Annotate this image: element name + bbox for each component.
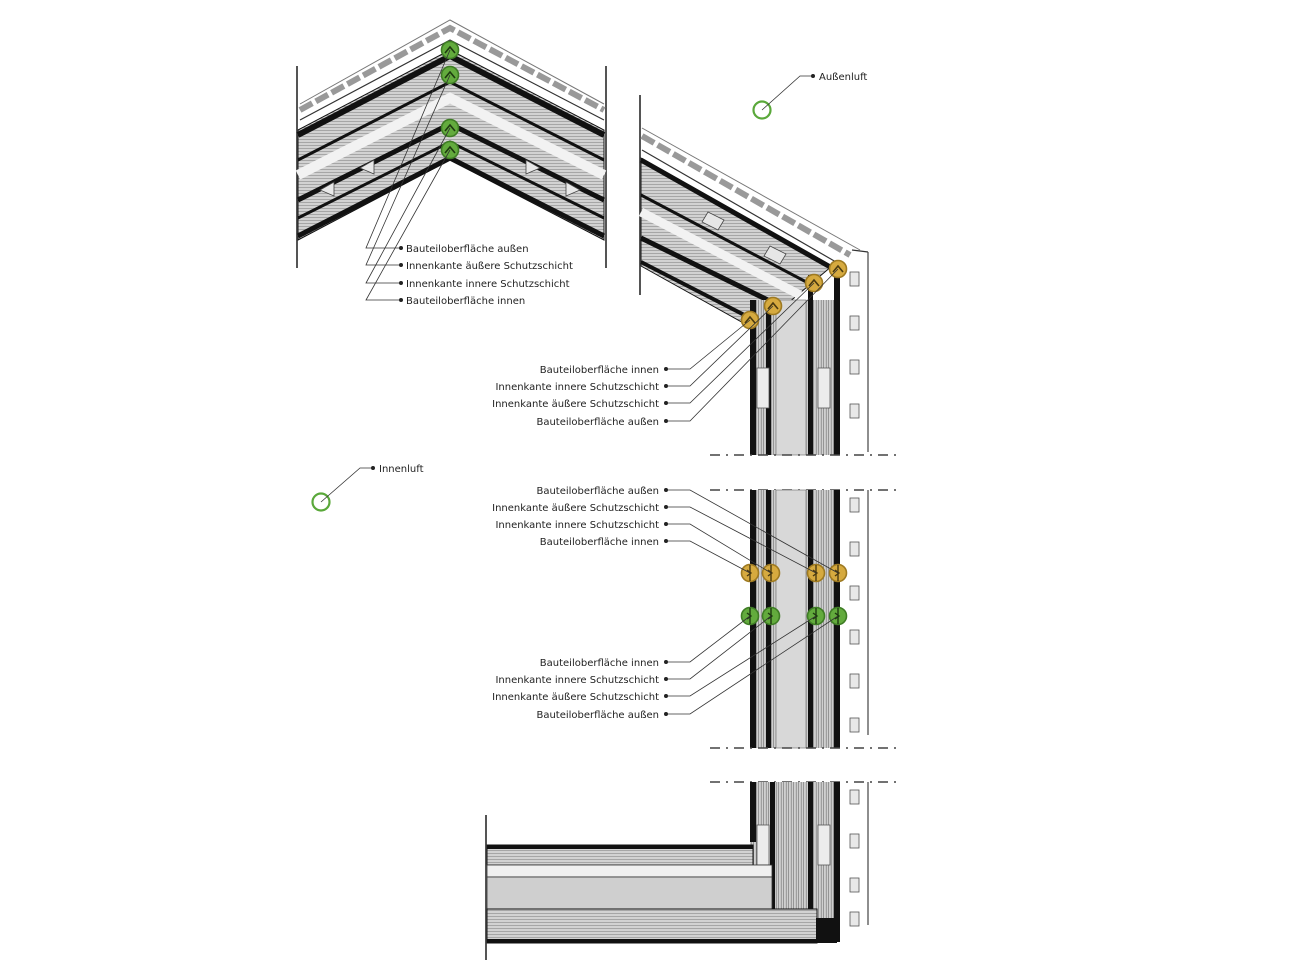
inside-air-label: Innenluft xyxy=(379,464,424,475)
eave-section xyxy=(638,95,869,452)
wall-green-leaders xyxy=(664,615,839,716)
eave-leaders xyxy=(664,268,839,423)
ring-icon xyxy=(752,100,772,120)
wall-green-label-list: Bauteiloberfläche innen Innenkante inner… xyxy=(492,658,659,721)
wall-yellow-label: Innenkante äußere Schutzschicht xyxy=(492,503,659,514)
ridge-leaders xyxy=(365,49,451,302)
ring-icon xyxy=(311,492,331,512)
eave-label: Innenkante innere Schutzschicht xyxy=(495,382,659,393)
wall-green-label: Innenkante äußere Schutzschicht xyxy=(492,692,659,703)
eave-label: Bauteiloberfläche innen xyxy=(540,365,659,376)
wall-yellow-label: Bauteiloberfläche innen xyxy=(540,537,659,548)
wall-green-label: Bauteiloberfläche außen xyxy=(536,710,659,721)
ridge-label: Bauteiloberfläche außen xyxy=(406,244,529,255)
eave-label: Bauteiloberfläche außen xyxy=(536,417,659,428)
wall-yellow-label: Bauteiloberfläche außen xyxy=(536,486,659,497)
eave-label-list: Bauteiloberfläche innen Innenkante inner… xyxy=(492,365,659,428)
wall-yellow-label: Innenkante innere Schutzschicht xyxy=(495,520,659,531)
wall-green-label: Bauteiloberfläche innen xyxy=(540,658,659,669)
wall-section xyxy=(710,265,900,942)
wall-yellow-label-list: Bauteiloberfläche außen Innenkante äußer… xyxy=(492,486,659,548)
ridge-label: Bauteiloberfläche innen xyxy=(406,296,525,307)
ridge-label: Innenkante innere Schutzschicht xyxy=(406,279,570,290)
wall-green-label: Innenkante innere Schutzschicht xyxy=(495,675,659,686)
eave-label: Innenkante äußere Schutzschicht xyxy=(492,399,659,410)
wall-yellow-leaders xyxy=(664,488,839,574)
inside-air-callout: Innenluft xyxy=(311,464,424,512)
outside-air-label: Außenluft xyxy=(819,72,867,83)
ridge-label: Innenkante äußere Schutzschicht xyxy=(406,261,573,272)
ridge-label-list: Bauteiloberfläche außen Innenkante äußer… xyxy=(406,244,573,307)
outside-air-callout: Außenluft xyxy=(752,72,867,120)
floor-slab-section xyxy=(485,815,837,960)
